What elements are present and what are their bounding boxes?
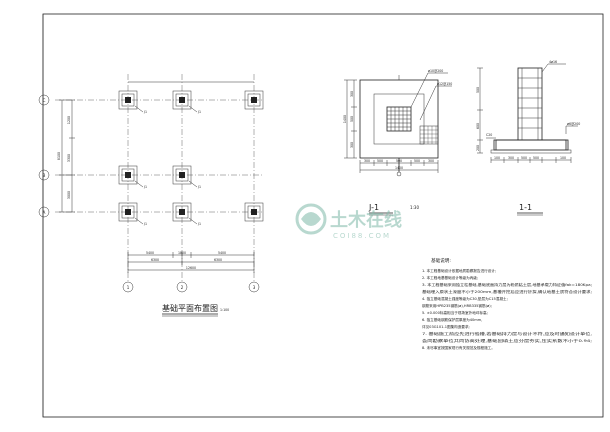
- footing-c3: [244, 90, 264, 110]
- footing-c2: J1: [172, 90, 201, 114]
- section-11: 4ø16 ø6@200 C20 100 300 500 500 100 500 …: [476, 60, 580, 216]
- dim-text: 1800: [178, 251, 186, 255]
- dim-text: 500: [350, 116, 354, 122]
- footing-a1: J1: [118, 202, 147, 226]
- foundation-notes: 基础说明: 1. 本工程基础设计依据地质勘察报告进行设计; 2. 本工程地基基础…: [422, 257, 592, 350]
- j1-scale: 1:30: [410, 205, 419, 210]
- axis-bubble-c: [38, 94, 50, 106]
- axis-label-2: 2: [181, 285, 184, 290]
- axis-label-3: 3: [253, 285, 256, 290]
- j1-callout-top: ø10@200: [428, 69, 443, 73]
- axis-bubble-1: [122, 281, 134, 293]
- dim-text: 100: [560, 156, 566, 160]
- dim-text: 600: [476, 123, 480, 129]
- j1-callout-mid: ø12@150: [437, 82, 452, 86]
- dim-text: 3000: [67, 191, 71, 199]
- note-line: 2. 本工程地基基础设计等级为丙级;: [422, 275, 478, 280]
- note-line: 5. ±0.000标高相当于现场室外地坪标高;: [422, 310, 488, 315]
- axis-label-b: B: [43, 173, 46, 178]
- watermark-domain: COI88.COM: [333, 232, 391, 240]
- dim-text: 300: [428, 159, 434, 163]
- dim-text: 500: [476, 87, 480, 93]
- note-line: 4. 独立基础混凝土强度等级为C30,垫层为C15混凝土;: [422, 296, 508, 301]
- axis-bubble-3: [248, 281, 260, 293]
- plan-title: 基础平面布置图: [162, 303, 218, 313]
- axis-bubble-a: [38, 206, 50, 218]
- footing-tag: J1: [143, 222, 147, 226]
- note-line: 1. 本工程基础设计依据地质勘察报告进行设计;: [422, 268, 496, 273]
- section-label: 1-1: [519, 203, 532, 212]
- dim-text: 8100: [57, 152, 61, 160]
- j1-label: J-1: [368, 203, 379, 212]
- note-line: 详见03G101-1图集构造要求;: [422, 324, 470, 329]
- dim-text: 1200: [67, 116, 71, 124]
- dim-text: 5400: [218, 251, 226, 255]
- axis-label-1: 1: [127, 285, 130, 290]
- dim-text: 500: [396, 159, 402, 163]
- note-line: 会同勘察单位共同协商处理,基础回填土应分层夯实,压实系数不小于0.94;: [422, 338, 592, 343]
- foundation-plan: C B A 1 2 3 J1 J1 J1 J1 J1 J1: [38, 74, 264, 317]
- section-tag-a: ø6@200: [567, 122, 580, 126]
- dim-text: 500: [414, 159, 420, 163]
- note-line: 7. 基础施工前应先进行验槽,若基础持力层与设计不符,应及时通知设计单位,: [422, 331, 592, 336]
- watermark-brand: 土木在线: [330, 209, 402, 231]
- axis-label-a: A: [43, 210, 46, 215]
- section-tag-b: C20: [486, 133, 492, 137]
- note-line: 基础埋入原状土深度不小于200mm,基槽开挖后应进行钎探,确认地基土质符合设计要…: [422, 289, 592, 294]
- dim-text: 12600: [186, 266, 196, 270]
- watermark: 土木在线 COI88.COM: [295, 203, 402, 240]
- footing-tag: J1: [143, 185, 147, 189]
- footing-tag: J1: [197, 110, 201, 114]
- dim-text: 300: [350, 91, 354, 97]
- dim-text: 5400: [146, 251, 154, 255]
- footing-tag: J1: [143, 110, 147, 114]
- footing-a2: J1: [172, 202, 201, 226]
- footing-c1: J1: [118, 90, 147, 114]
- note-line: 3. 本工程基础采用独立柱基础,基础底面持力层为粉质粘土层,地基承载力特征值fa…: [422, 282, 592, 287]
- detail-j1: ø10@200 ø12@150 300 500 500 500 300 1400…: [343, 69, 452, 216]
- j1-hatch: [419, 125, 439, 145]
- dim-text: 500: [377, 159, 383, 163]
- dim-text: 6300: [214, 258, 222, 262]
- dim-text: 3300: [67, 154, 71, 162]
- note-line: 钢筋采用HPB235钢筋(ø),HRB335钢筋(ø);: [422, 303, 492, 308]
- dim-text: 6300: [151, 258, 159, 262]
- axis-bubble-2: [176, 281, 188, 293]
- footing-tag: J1: [197, 222, 201, 226]
- plan-scale: 1:100: [220, 308, 229, 312]
- footing-b1: J1: [118, 165, 147, 189]
- plan-dims-bottom: 5400 1800 5400 6300 6300 12600: [127, 251, 255, 273]
- dim-text: 100: [494, 156, 500, 160]
- axis-bubble-b: [38, 169, 50, 181]
- footing-a3: [244, 202, 264, 222]
- plan-dims-left: 1200 3000 3300 8100: [57, 99, 75, 213]
- footings: J1 J1 J1 J1 J1 J1: [118, 90, 264, 226]
- dim-text: 300: [364, 159, 370, 163]
- j1-rebar-grid: [387, 107, 411, 131]
- dim-text: 300: [508, 156, 514, 160]
- footing-tag: J1: [197, 185, 201, 189]
- dim-text: 1400: [343, 115, 347, 123]
- dim-text: 1400: [395, 166, 403, 170]
- dim-text: 500: [533, 156, 539, 160]
- notes-title: 基础说明:: [431, 257, 451, 264]
- watermark-logo-icon: [295, 203, 327, 235]
- dim-text: 200: [476, 145, 480, 151]
- axis-label-c: C: [43, 98, 46, 103]
- section-callout: 4ø16: [549, 60, 557, 64]
- footing-b2: J1: [172, 165, 201, 189]
- note-line: 8. 未尽事宜按国家现行有关规范及规程施工。: [422, 345, 495, 350]
- dim-text: 300: [350, 142, 354, 148]
- note-line: 6. 独立基础钢筋保护层厚度为40mm,: [422, 317, 482, 322]
- dim-text: 500: [521, 156, 527, 160]
